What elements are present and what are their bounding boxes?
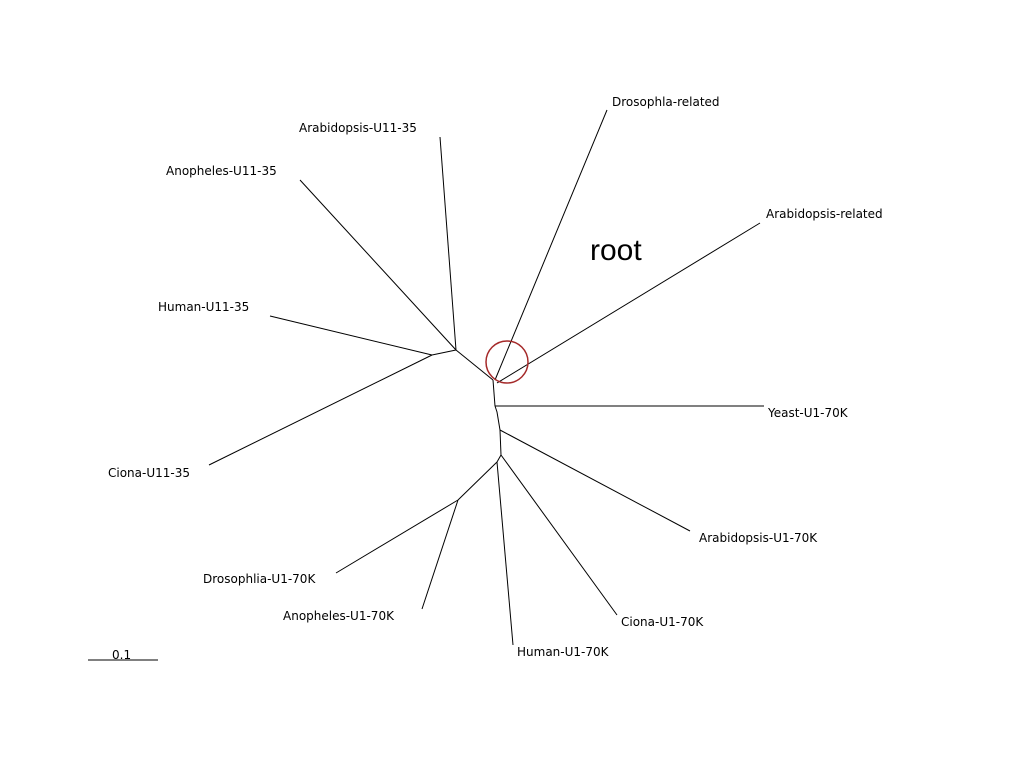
branch-arabidopsis-u11-35	[439, 136, 457, 351]
root-marker-circle	[485, 340, 529, 384]
branch-arabidopsis-related	[496, 222, 761, 384]
scale-bar-label: 0.1	[112, 648, 131, 662]
leaf-label-arabidopsis-related: Arabidopsis-related	[766, 207, 883, 221]
leaf-label-ciona-u11-35: Ciona-U11-35	[108, 466, 190, 480]
leaf-label-human-u11-35: Human-U11-35	[158, 300, 249, 314]
leaf-label-anopheles-u1-70k: Anopheles-U1-70K	[283, 609, 395, 623]
leaf-label-yeast-u1-70k: Yeast-U1-70K	[767, 406, 849, 420]
leaf-label-drosophila-related: Drosophla-related	[612, 95, 720, 109]
branch-anopheles-u11-35	[299, 179, 457, 351]
branch-root-to-yeast-node	[492, 379, 496, 407]
branch-anopheles-u1-70k	[421, 499, 459, 610]
leaf-label-arabidopsis-u11-35: Arabidopsis-U11-35	[299, 121, 417, 135]
branch-lower-node-to-insect-node	[496, 454, 502, 463]
branch-ciona-u11-35	[208, 354, 433, 466]
terminal-branches	[208, 109, 764, 646]
leaf-labels: Drosophla-related Arabidopsis-related Ye…	[108, 95, 883, 659]
branch-arabidopsis-u1-node-to-lower-node	[499, 429, 502, 456]
scale-bar: 0.1	[88, 648, 158, 662]
leaf-label-ciona-u1-70k: Ciona-U1-70K	[621, 615, 704, 629]
leaf-label-drosophlia-u1-70k: Drosophlia-U1-70K	[203, 572, 316, 586]
internal-branches	[431, 349, 502, 501]
leaf-label-arabidopsis-u1-70k: Arabidopsis-U1-70K	[699, 531, 818, 545]
branch-insect-node-to-drosophlia-node	[457, 461, 498, 501]
branch-human-u1-70k	[496, 461, 514, 646]
branch-u11-node-to-vert-node	[431, 349, 457, 356]
root-label: root	[590, 234, 642, 267]
branch-human-u11-35	[269, 315, 433, 356]
branch-arabidopsis-u1-70k	[499, 429, 691, 532]
branch-drosophila-related	[494, 109, 608, 381]
branch-yeast-node-to-arabidopsis-u1-node	[494, 405, 501, 431]
branch-root-to-u11-node	[455, 349, 494, 381]
branch-drosophlia-u1-70k	[335, 499, 459, 574]
leaf-label-human-u1-70k: Human-U1-70K	[517, 645, 610, 659]
branch-ciona-u1-70k	[500, 454, 618, 616]
leaf-label-anopheles-u11-35: Anopheles-U11-35	[166, 164, 277, 178]
